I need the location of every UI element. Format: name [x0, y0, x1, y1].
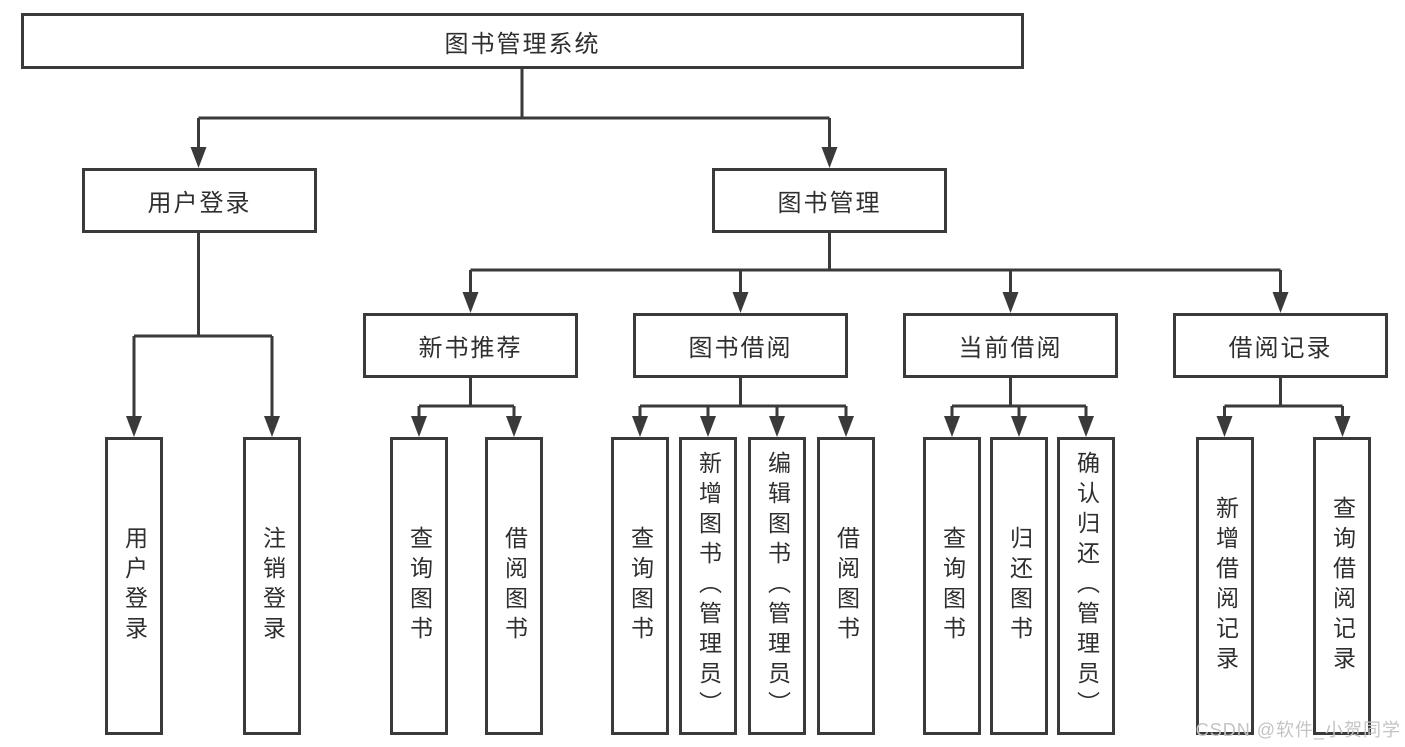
leaf-confirm-return-admin: 确认归还（管理员） [1057, 437, 1115, 735]
watermark: CSDN @软件_小贺同学 [1195, 720, 1401, 740]
node-user-login: 用户登录 [82, 168, 317, 233]
leaf-add-borrow-record: 新增借阅记录 [1196, 437, 1254, 735]
leaf-label: 查询图书 [627, 526, 654, 646]
node-current-borrowing: 当前借阅 [903, 313, 1118, 378]
leaf-borrow-books-borrowing: 借阅图书 [817, 437, 875, 735]
leaf-logout-login: 注销登录 [243, 437, 301, 735]
node-new-book-recommendation: 新书推荐 [363, 313, 578, 378]
arrowhead-icons [126, 147, 1351, 437]
node-borrowing-records: 借阅记录 [1173, 313, 1388, 378]
leaf-edit-books-admin: 编辑图书（管理员） [748, 437, 806, 735]
leaf-label: 新增图书（管理员） [695, 451, 722, 721]
leaf-add-books-admin: 新增图书（管理员） [679, 437, 737, 735]
node-library-management-system: 图书管理系统 [21, 13, 1024, 69]
leaf-query-books-recommend: 查询图书 [390, 437, 448, 735]
leaf-label: 归还图书 [1006, 526, 1033, 646]
leaf-return-books: 归还图书 [990, 437, 1048, 735]
leaf-label: 查询图书 [939, 526, 966, 646]
leaf-label: 查询图书 [406, 526, 433, 646]
leaf-label: 查询借阅记录 [1329, 496, 1356, 676]
leaf-query-books-current: 查询图书 [923, 437, 981, 735]
leaf-label: 借阅图书 [501, 526, 528, 646]
leaf-label: 借阅图书 [833, 526, 860, 646]
leaf-user-login: 用户登录 [105, 437, 163, 735]
leaf-label: 确认归还（管理员） [1073, 451, 1100, 721]
leaf-label: 注销登录 [259, 526, 286, 646]
node-book-management: 图书管理 [712, 168, 947, 233]
leaf-label: 新增借阅记录 [1212, 496, 1239, 676]
leaf-query-books-borrowing: 查询图书 [611, 437, 669, 735]
leaf-borrow-books-recommend: 借阅图书 [485, 437, 543, 735]
leaf-label: 用户登录 [121, 526, 148, 646]
leaf-label: 编辑图书（管理员） [764, 451, 791, 721]
node-book-borrowing: 图书借阅 [633, 313, 848, 378]
leaf-query-borrow-record: 查询借阅记录 [1313, 437, 1371, 735]
